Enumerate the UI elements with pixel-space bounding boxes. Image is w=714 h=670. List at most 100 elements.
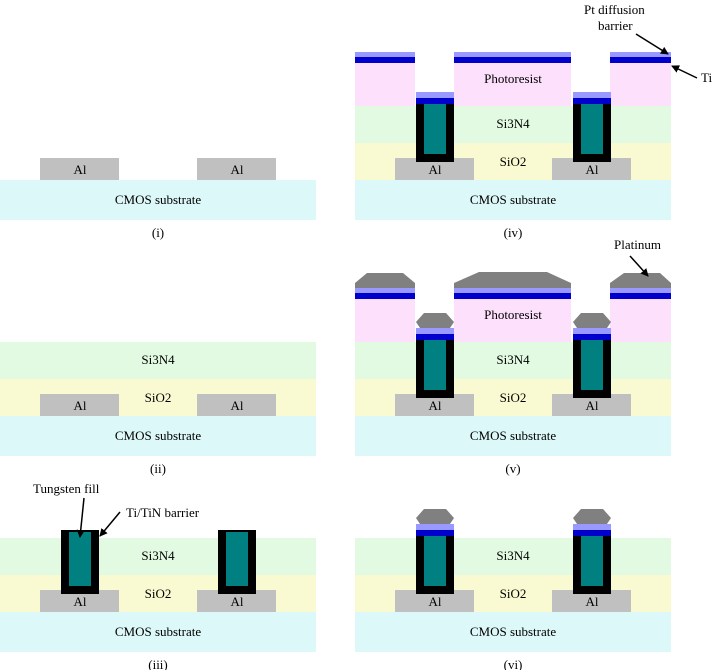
al-label: Al bbox=[231, 162, 244, 177]
al-label: Al bbox=[586, 398, 599, 413]
ti-arrow bbox=[671, 65, 698, 79]
pt-cap bbox=[573, 98, 611, 104]
substrate-label: CMOS substrate bbox=[470, 192, 557, 207]
tungsten-fill bbox=[581, 532, 603, 586]
pt-diffusion-label-2: barrier bbox=[598, 18, 633, 33]
cmos-substrate bbox=[0, 416, 316, 456]
panel-caption: (iv) bbox=[504, 225, 523, 240]
panel-caption: (i) bbox=[152, 225, 164, 240]
si3n4-label: Si3N4 bbox=[496, 352, 530, 367]
barrier-arrow bbox=[99, 511, 121, 537]
al-pad bbox=[395, 394, 474, 416]
platinum-cap bbox=[416, 509, 454, 524]
al-label: Al bbox=[586, 594, 599, 609]
pt-diffusion-arrow bbox=[635, 33, 669, 55]
tungsten-fill bbox=[424, 532, 446, 586]
cmos-substrate bbox=[355, 180, 671, 220]
al-label: Al bbox=[429, 398, 442, 413]
al-label: Al bbox=[74, 398, 87, 413]
al-label: Al bbox=[429, 162, 442, 177]
tungsten-fill bbox=[424, 100, 446, 154]
si3n4-layer bbox=[0, 538, 316, 575]
pt-barrier-layer bbox=[355, 293, 415, 299]
si3n4-layer bbox=[0, 342, 316, 379]
al-label: Al bbox=[586, 162, 599, 177]
ti-layer bbox=[454, 288, 571, 293]
sio2-label: SiO2 bbox=[500, 390, 527, 405]
platinum-arrow bbox=[629, 255, 649, 277]
ti-cap bbox=[573, 328, 611, 334]
pt-barrier-layer bbox=[454, 293, 571, 299]
ti-cap bbox=[416, 524, 454, 530]
al-label: Al bbox=[231, 594, 244, 609]
ti-cap bbox=[573, 92, 611, 98]
pt-barrier-layer bbox=[454, 57, 571, 63]
substrate-label: CMOS substrate bbox=[115, 428, 202, 443]
tungsten-fill bbox=[424, 336, 446, 390]
pt-cap bbox=[416, 98, 454, 104]
platinum-on-resist bbox=[454, 272, 571, 288]
panel-i: CMOS substrate Al Al (i) bbox=[0, 158, 316, 240]
pt-barrier-layer bbox=[610, 293, 671, 299]
sio2-label: SiO2 bbox=[500, 154, 527, 169]
al-pad bbox=[395, 590, 474, 612]
substrate-label: CMOS substrate bbox=[470, 428, 557, 443]
sio2-label: SiO2 bbox=[145, 586, 172, 601]
al-pad bbox=[197, 394, 276, 416]
ti-layer bbox=[355, 288, 415, 293]
al-label: Al bbox=[74, 594, 87, 609]
si3n4-label: Si3N4 bbox=[496, 116, 530, 131]
tungsten-fill bbox=[581, 336, 603, 390]
al-pad bbox=[40, 394, 119, 416]
pt-cap bbox=[573, 530, 611, 536]
si3n4-label: Si3N4 bbox=[496, 548, 530, 563]
ti-layer bbox=[610, 288, 671, 293]
platinum-label: Platinum bbox=[614, 237, 661, 252]
platinum-on-resist bbox=[610, 273, 671, 288]
barrier-label: Ti/TiN barrier bbox=[126, 505, 200, 520]
ti-cap bbox=[416, 328, 454, 334]
panel-caption: (ii) bbox=[150, 461, 166, 476]
substrate-label: CMOS substrate bbox=[115, 192, 202, 207]
al-pad bbox=[552, 394, 631, 416]
tungsten-fill bbox=[581, 100, 603, 154]
platinum-on-resist bbox=[355, 273, 415, 288]
pt-diffusion-label: Pt diffusion bbox=[584, 2, 645, 17]
si3n4-layer bbox=[355, 106, 671, 143]
tungsten-fill bbox=[69, 532, 91, 586]
tungsten-fill-label: Tungsten fill bbox=[33, 481, 100, 496]
ti-cap bbox=[416, 92, 454, 98]
cmos-substrate bbox=[355, 416, 671, 456]
pt-barrier-layer bbox=[610, 57, 671, 63]
tungsten-fill-arrow bbox=[76, 497, 85, 538]
pt-cap bbox=[416, 334, 454, 340]
sio2-label: SiO2 bbox=[500, 586, 527, 601]
pt-barrier-layer bbox=[355, 57, 415, 63]
panel-caption: (v) bbox=[505, 461, 520, 476]
ti-cap bbox=[573, 524, 611, 530]
ti-layer bbox=[355, 52, 415, 57]
al-pad bbox=[395, 158, 474, 180]
al-pad bbox=[40, 158, 119, 180]
panel-caption: (iii) bbox=[148, 657, 168, 670]
al-pad bbox=[197, 590, 276, 612]
al-pad bbox=[552, 590, 631, 612]
tungsten-fill bbox=[226, 532, 248, 586]
cmos-substrate bbox=[0, 180, 316, 220]
si3n4-layer bbox=[355, 342, 671, 379]
al-label: Al bbox=[74, 162, 87, 177]
al-label: Al bbox=[231, 398, 244, 413]
photoresist-label: Photoresist bbox=[484, 307, 542, 322]
al-pad bbox=[552, 158, 631, 180]
platinum-cap bbox=[416, 313, 454, 328]
al-pad bbox=[197, 158, 276, 180]
cmos-substrate bbox=[355, 612, 671, 652]
panel-caption: (vi) bbox=[504, 657, 523, 670]
ti-layer bbox=[454, 52, 571, 57]
